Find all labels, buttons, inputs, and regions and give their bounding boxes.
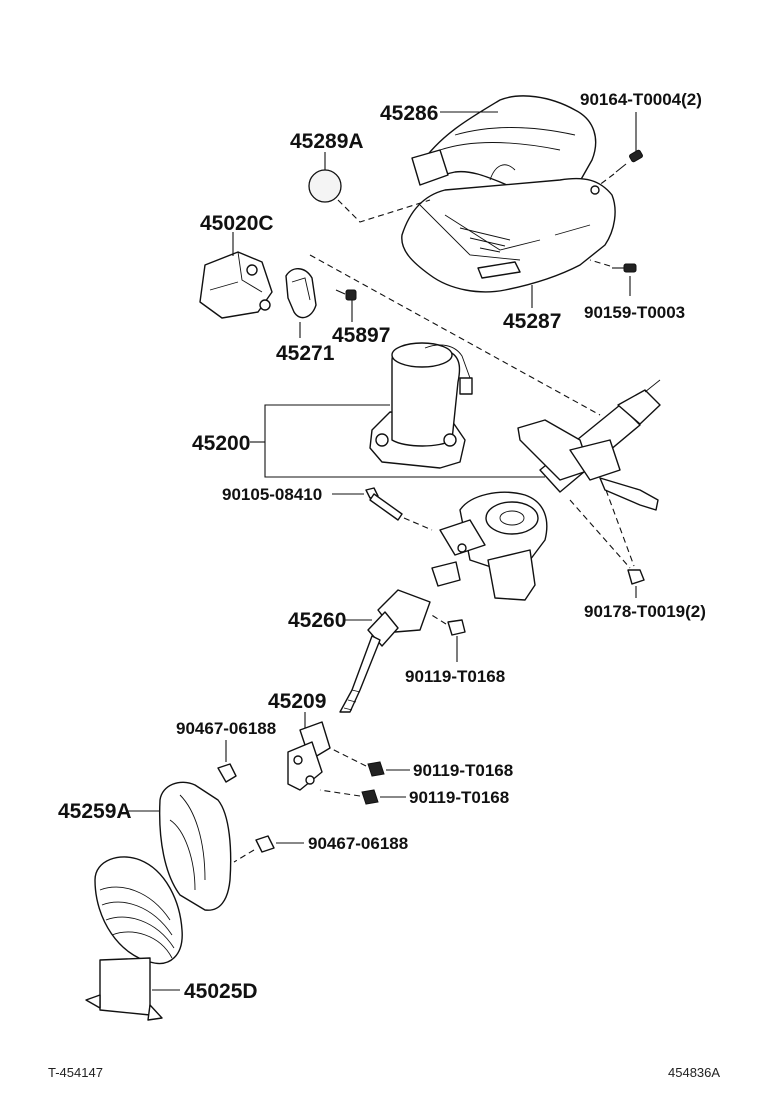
label-45025D: 45025D (184, 980, 258, 1003)
boot-45025D (85, 856, 183, 1021)
screw-90164 (597, 112, 643, 187)
screw-90159 (589, 259, 637, 296)
label-45271: 45271 (276, 342, 335, 365)
label-45209: 45209 (268, 690, 326, 713)
label-45200: 45200 (192, 432, 250, 455)
label-90467-a: 90467-06188 (176, 719, 276, 738)
label-90467-b: 90467-06188 (308, 834, 408, 853)
steering-column-assembly (431, 379, 661, 601)
clip-90467-a (217, 740, 237, 783)
leader-45200-bracket (264, 404, 545, 478)
leader-sensor-dashed (309, 254, 601, 416)
sensor-45020C (199, 251, 273, 319)
ball-45289A (308, 169, 342, 203)
label-90105: 90105-08410 (222, 485, 322, 504)
label-90119-b: 90119-T0168 (413, 761, 513, 780)
leader-45289A-dashed (337, 199, 431, 223)
bolt-90119-c (319, 789, 406, 805)
label-45289A: 45289A (290, 130, 364, 153)
dust-cover-45259A (128, 781, 232, 911)
clip-90467-b (233, 835, 304, 863)
nut-90178 (569, 489, 645, 598)
label-90119-a: 90119-T0168 (405, 667, 505, 686)
label-45286: 45286 (380, 102, 438, 125)
footer-left-code: T-454147 (48, 1065, 103, 1080)
label-45259A: 45259A (58, 800, 132, 823)
bolt-90105 (332, 487, 433, 531)
footer-right-code: 454836A (668, 1065, 720, 1080)
screw-45897 (335, 289, 357, 322)
universal-joint-45209 (287, 712, 331, 791)
motor-45200 (369, 342, 473, 469)
upper-column-cover (411, 95, 597, 199)
bracket-45271 (285, 268, 317, 319)
label-90178: 90178-T0019(2) (584, 602, 706, 621)
bolt-90119-a (429, 613, 466, 662)
bolt-90119-b (329, 747, 410, 777)
label-90164: 90164-T0004(2) (580, 90, 702, 109)
lower-column-cover (401, 177, 616, 293)
label-90119-c: 90119-T0168 (409, 788, 509, 807)
label-45897: 45897 (332, 324, 390, 347)
intermediate-shaft-45260 (339, 589, 431, 713)
label-45287: 45287 (503, 310, 561, 333)
label-90159: 90159-T0003 (584, 303, 685, 322)
label-45020C: 45020C (200, 212, 274, 235)
label-45260: 45260 (288, 609, 346, 632)
